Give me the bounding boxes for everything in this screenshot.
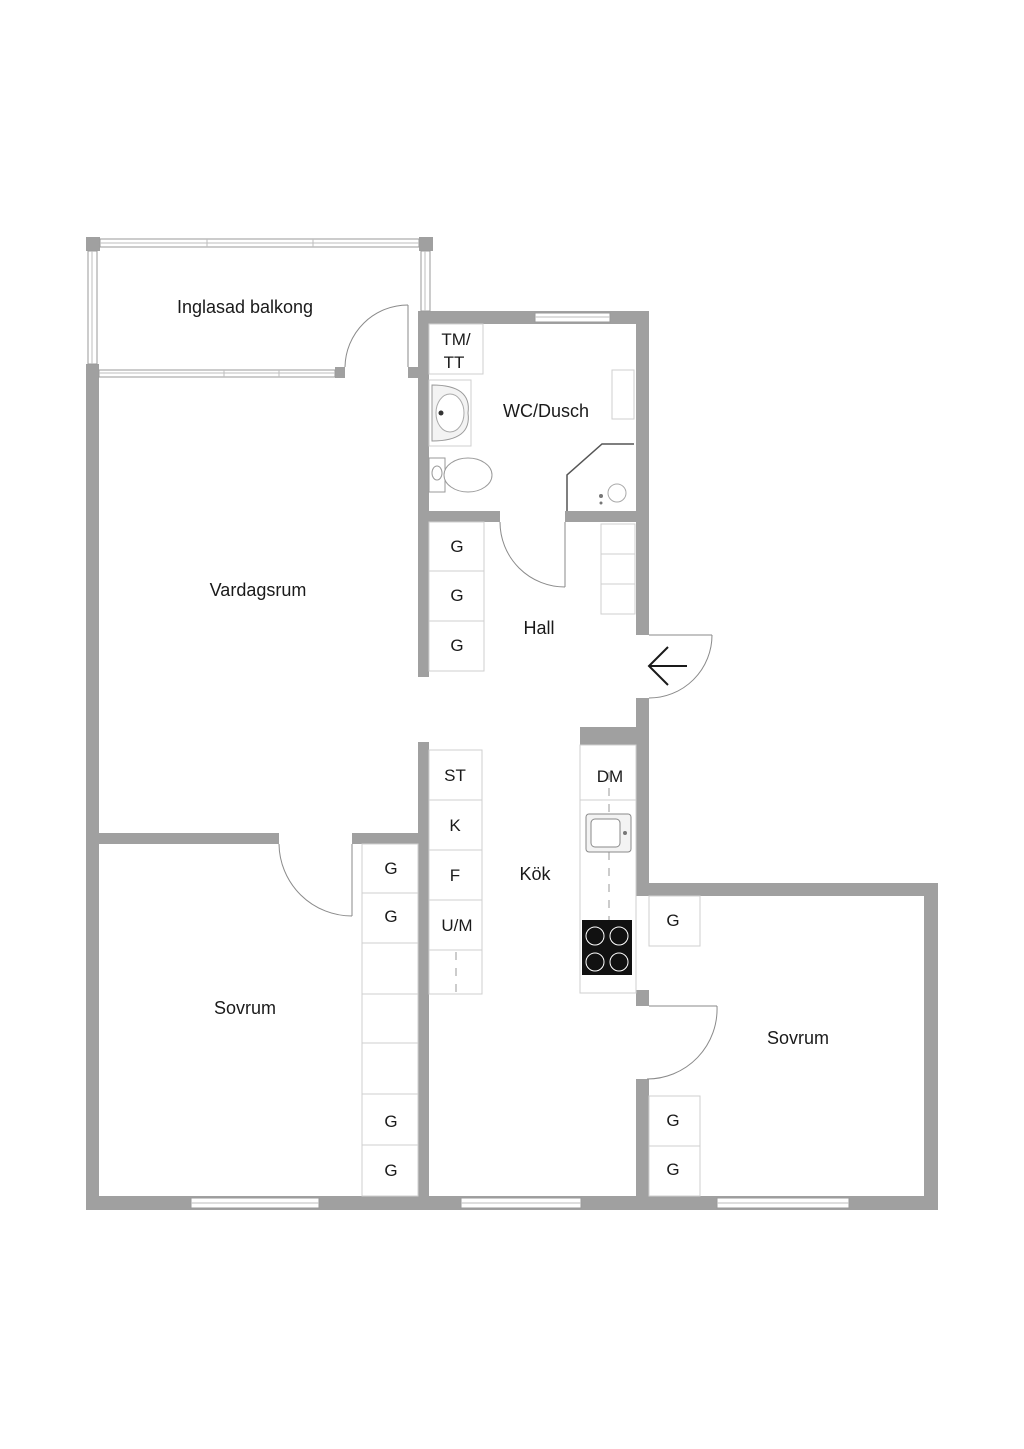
unit-label-br-g1: G xyxy=(666,911,679,930)
unit-label-bl-g3: G xyxy=(384,1112,397,1131)
bathroom-fixtures xyxy=(428,323,635,511)
shower-icon xyxy=(566,443,634,511)
bathroom-cabinet xyxy=(611,369,635,420)
right-bedroom-storage xyxy=(648,895,701,1197)
unit-label-k: K xyxy=(449,816,461,835)
unit-label-bl-g1: G xyxy=(384,859,397,878)
unit-labels: TM/ TT G G G ST K F U/M DM G G G G G G G xyxy=(384,330,679,1180)
windows xyxy=(87,238,850,1209)
unit-label-st: ST xyxy=(444,766,466,785)
toilet-icon xyxy=(428,457,493,493)
hall-shelf xyxy=(600,523,636,555)
unit-label-dm: DM xyxy=(597,767,623,786)
room-label-kitchen: Kök xyxy=(519,864,551,884)
unit-label-tt: TT xyxy=(444,353,465,372)
stove-icon xyxy=(582,920,632,975)
unit-label-br-g2: G xyxy=(666,1111,679,1130)
unit-label-hall-g2: G xyxy=(450,586,463,605)
sink-icon xyxy=(428,379,472,447)
room-labels: Inglasad balkong WC/Dusch Vardagsrum Hal… xyxy=(177,297,829,1048)
left-bedroom-storage xyxy=(361,843,419,1197)
unit-label-br-g3: G xyxy=(666,1160,679,1179)
room-label-bedroom-left: Sovrum xyxy=(214,998,276,1018)
hall-storage xyxy=(428,521,636,672)
walls xyxy=(86,237,938,1210)
room-label-bathroom: WC/Dusch xyxy=(503,401,589,421)
room-label-bedroom-right: Sovrum xyxy=(767,1028,829,1048)
room-label-hall: Hall xyxy=(523,618,554,638)
entrance-arrow-icon xyxy=(647,646,687,686)
unit-label-tm: TM/ xyxy=(441,330,471,349)
room-label-balcony: Inglasad balkong xyxy=(177,297,313,317)
washer-dryer-box xyxy=(428,323,484,375)
room-label-living: Vardagsrum xyxy=(210,580,307,600)
unit-label-hall-g3: G xyxy=(450,636,463,655)
unit-label-hall-g1: G xyxy=(450,537,463,556)
unit-label-f: F xyxy=(450,866,460,885)
kitchen-sink-icon xyxy=(585,813,632,853)
unit-label-bl-g4: G xyxy=(384,1161,397,1180)
unit-label-um: U/M xyxy=(441,916,472,935)
doors xyxy=(278,304,718,1080)
unit-label-bl-g2: G xyxy=(384,907,397,926)
kitchen-fixtures xyxy=(428,744,637,995)
